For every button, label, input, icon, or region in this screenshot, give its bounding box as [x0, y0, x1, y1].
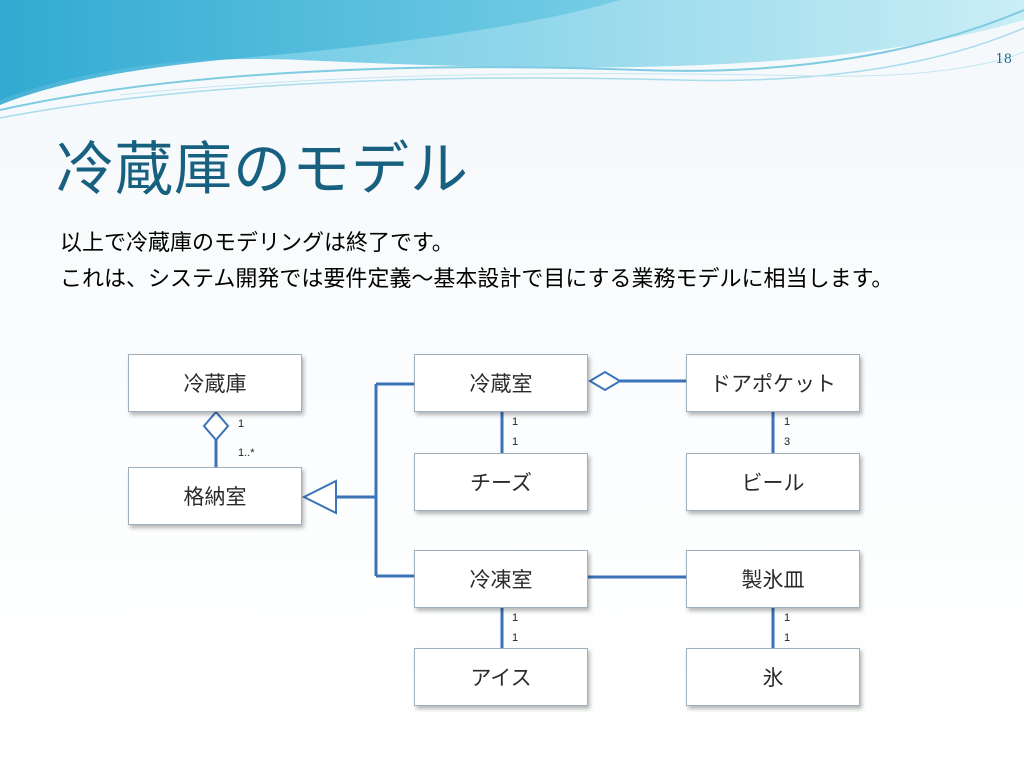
class-cheese: チーズ [414, 453, 588, 511]
multiplicity-beer: 3 [784, 436, 791, 448]
class-beer: ビール [686, 453, 860, 511]
generalization-arrowhead [301, 479, 337, 515]
paragraph-summary: 以上で冷蔵庫のモデリングは終了です。 [60, 231, 454, 256]
page-number: 18 [995, 52, 1012, 67]
class-ice-tray: 製氷皿 [686, 550, 860, 608]
class-freezer-room: 冷凍室 [414, 550, 588, 608]
multiplicity-fridge-room: 1 [512, 416, 519, 428]
class-storage: 格納室 [128, 467, 302, 525]
paragraph-explanation: これは、システム開発では要件定義～基本設計で目にする業務モデルに相当します。 [60, 267, 894, 292]
multiplicity-refrigerator: 1 [238, 418, 245, 430]
class-fridge-room: 冷蔵室 [414, 354, 588, 412]
multiplicity-ice-tray: 1 [784, 612, 791, 624]
class-door-pocket: ドアポケット [686, 354, 860, 412]
class-ice-cream: アイス [414, 648, 588, 706]
body-text: 以上で冷蔵庫のモデリングは終了です。 これは、システム開発では要件定義～基本設計… [60, 226, 980, 298]
multiplicity-cheese: 1 [512, 436, 519, 448]
header-wave-decoration [0, 0, 1024, 119]
aggregation-diamond-fridge-room [588, 370, 622, 392]
class-ice: 氷 [686, 648, 860, 706]
multiplicity-ice-cream: 1 [512, 632, 519, 644]
multiplicity-door-pocket: 1 [784, 416, 791, 428]
multiplicity-storage: 1..* [238, 447, 255, 459]
multiplicity-ice: 1 [784, 632, 791, 644]
aggregation-diamond-refrigerator [202, 410, 230, 442]
slide-title: 冷蔵庫のモデル [56, 135, 470, 203]
multiplicity-freezer-room: 1 [512, 612, 519, 624]
class-refrigerator: 冷蔵庫 [128, 354, 302, 412]
